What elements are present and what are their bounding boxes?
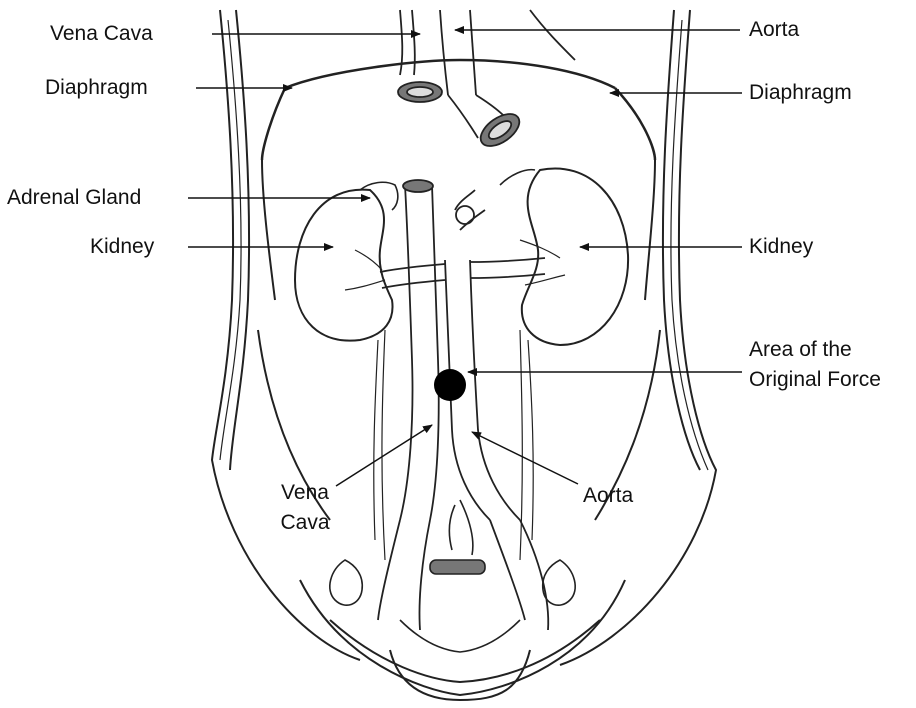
body-outline	[212, 10, 716, 700]
label-vena-cava-top: Vena Cava	[50, 20, 153, 47]
upper-vessels	[398, 10, 575, 152]
label-diaphragm-left: Diaphragm	[45, 74, 148, 101]
leader-lines	[188, 30, 742, 486]
leader-aorta-bottom	[472, 432, 578, 484]
left-kidney	[295, 190, 393, 341]
label-kidney-right: Kidney	[749, 233, 813, 260]
label-original-force-line1: Area of the	[749, 336, 852, 363]
right-kidney	[520, 168, 628, 345]
label-adrenal-gland: Adrenal Gland	[7, 184, 141, 211]
adrenal-glands	[360, 170, 535, 210]
label-diaphragm-right: Diaphragm	[749, 79, 852, 106]
label-aorta-bottom: Aorta	[583, 482, 633, 509]
pelvic-detail	[330, 500, 575, 652]
label-vena-cava-bottom-line1: Vena	[270, 479, 340, 506]
label-aorta-top: Aorta	[749, 16, 799, 43]
label-original-force-line2: Original Force	[749, 366, 881, 393]
leader-vena-cava-bottom	[336, 425, 432, 486]
original-force-marker	[434, 369, 466, 401]
label-vena-cava-bottom-line2: Cava	[270, 509, 340, 536]
label-kidney-left: Kidney	[90, 233, 154, 260]
